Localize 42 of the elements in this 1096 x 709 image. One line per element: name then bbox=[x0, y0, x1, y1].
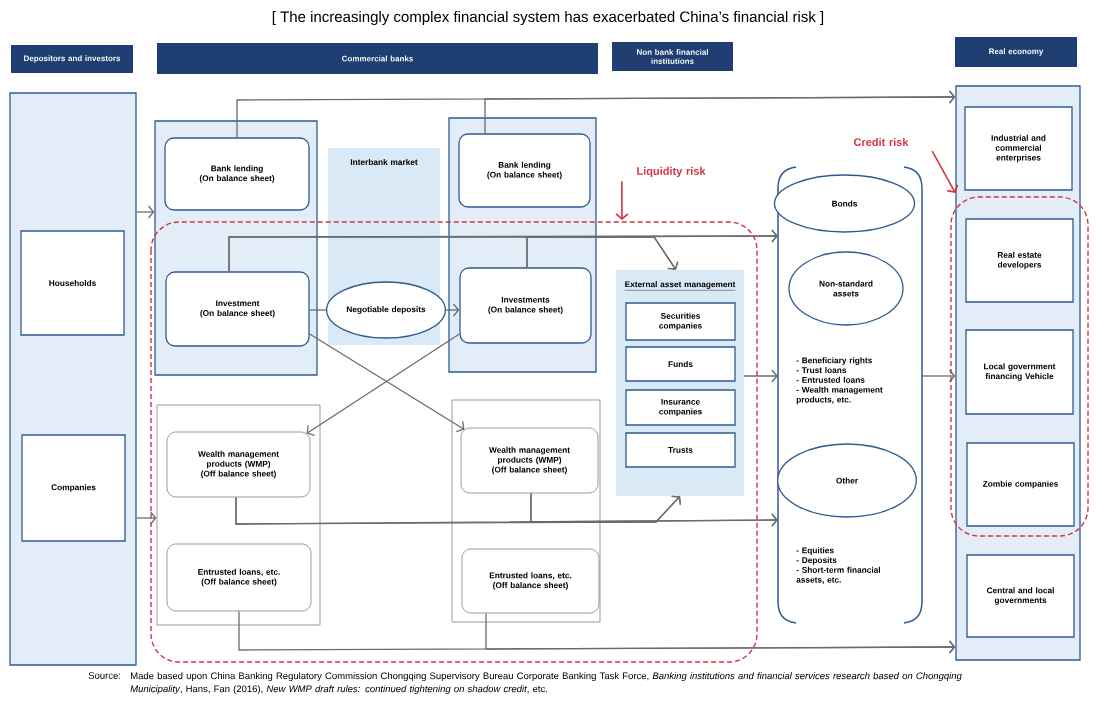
process-box: Wealth management products (WMP) (Off balance sheet) bbox=[166, 431, 311, 498]
panel-heading: Interbank market bbox=[350, 158, 418, 166]
bullet-list: - Beneficiary rights - Trust loans - Entrusted loans - Wealth management products, etc. bbox=[796, 357, 883, 405]
bullet-list: - Equities - Deposits - Short-term financial assets, etc. bbox=[796, 547, 880, 584]
sector-box: Companies bbox=[21, 434, 126, 542]
risk-label: Credit risk bbox=[853, 137, 909, 147]
title: [ The increasingly complex financial system has exacerbated China’s financial risk ] bbox=[272, 11, 824, 25]
arrow bbox=[136, 511, 157, 525]
arrow bbox=[136, 205, 155, 219]
sector-box: Industrial and commercial enterprises bbox=[964, 106, 1073, 191]
sector-box: Central and local governments bbox=[966, 554, 1075, 638]
source-label: Source: bbox=[88, 672, 121, 679]
risk-label: Liquidity risk bbox=[637, 166, 706, 178]
arrow bbox=[485, 612, 956, 654]
process-box: Investment (On balance sheet) bbox=[165, 271, 310, 347]
sector-box: Real estate developers bbox=[965, 218, 1074, 303]
process-box: Investments (On balance sheet) bbox=[459, 267, 592, 344]
header-bar: Real economy bbox=[955, 37, 1077, 67]
leader-line bbox=[931, 150, 959, 193]
process-box: Entrusted loans, etc. (Off balance sheet) bbox=[461, 548, 600, 614]
process-box: Bank lending (On balance sheet) bbox=[164, 137, 310, 211]
panel-heading: External asset management bbox=[624, 281, 736, 291]
institution-box: Insurance companies bbox=[625, 389, 736, 426]
header-bar: Commercial banks bbox=[157, 43, 598, 74]
sector-box: Households bbox=[20, 230, 125, 336]
arrow bbox=[530, 492, 682, 523]
header-bar: Non bank financial institutions bbox=[612, 42, 733, 71]
sector-box: Zombie companies bbox=[966, 442, 1075, 527]
arrow bbox=[921, 369, 956, 383]
process-box: Entrusted loans, etc. (Off balance sheet) bbox=[166, 543, 312, 612]
process-box: Bank lending (On balance sheet) bbox=[458, 133, 591, 208]
caption: Made based upon China Banking Regulatory Commission Chongqing Supervisory Bureau Corporate Banking Task Force, Banking institutions and financial services research based on Chongqing Municipality, Hans, Fan (2016), New WMP draft rules: continued tightening on shadow credit, etc. bbox=[130, 672, 962, 695]
arrow bbox=[484, 90, 956, 134]
process-box: Wealth management products (WMP) (Off balance sheet) bbox=[460, 427, 599, 494]
institution-box: Securities companies bbox=[625, 302, 736, 341]
institution-box: Funds bbox=[625, 346, 736, 382]
arrow bbox=[743, 369, 778, 383]
sector-box: Local government financing Vehicle bbox=[965, 329, 1074, 415]
institution-box: Trusts bbox=[625, 432, 736, 468]
leader-line bbox=[615, 180, 629, 220]
arrow bbox=[526, 236, 679, 270]
header-bar: Depositors and investors bbox=[11, 45, 133, 73]
